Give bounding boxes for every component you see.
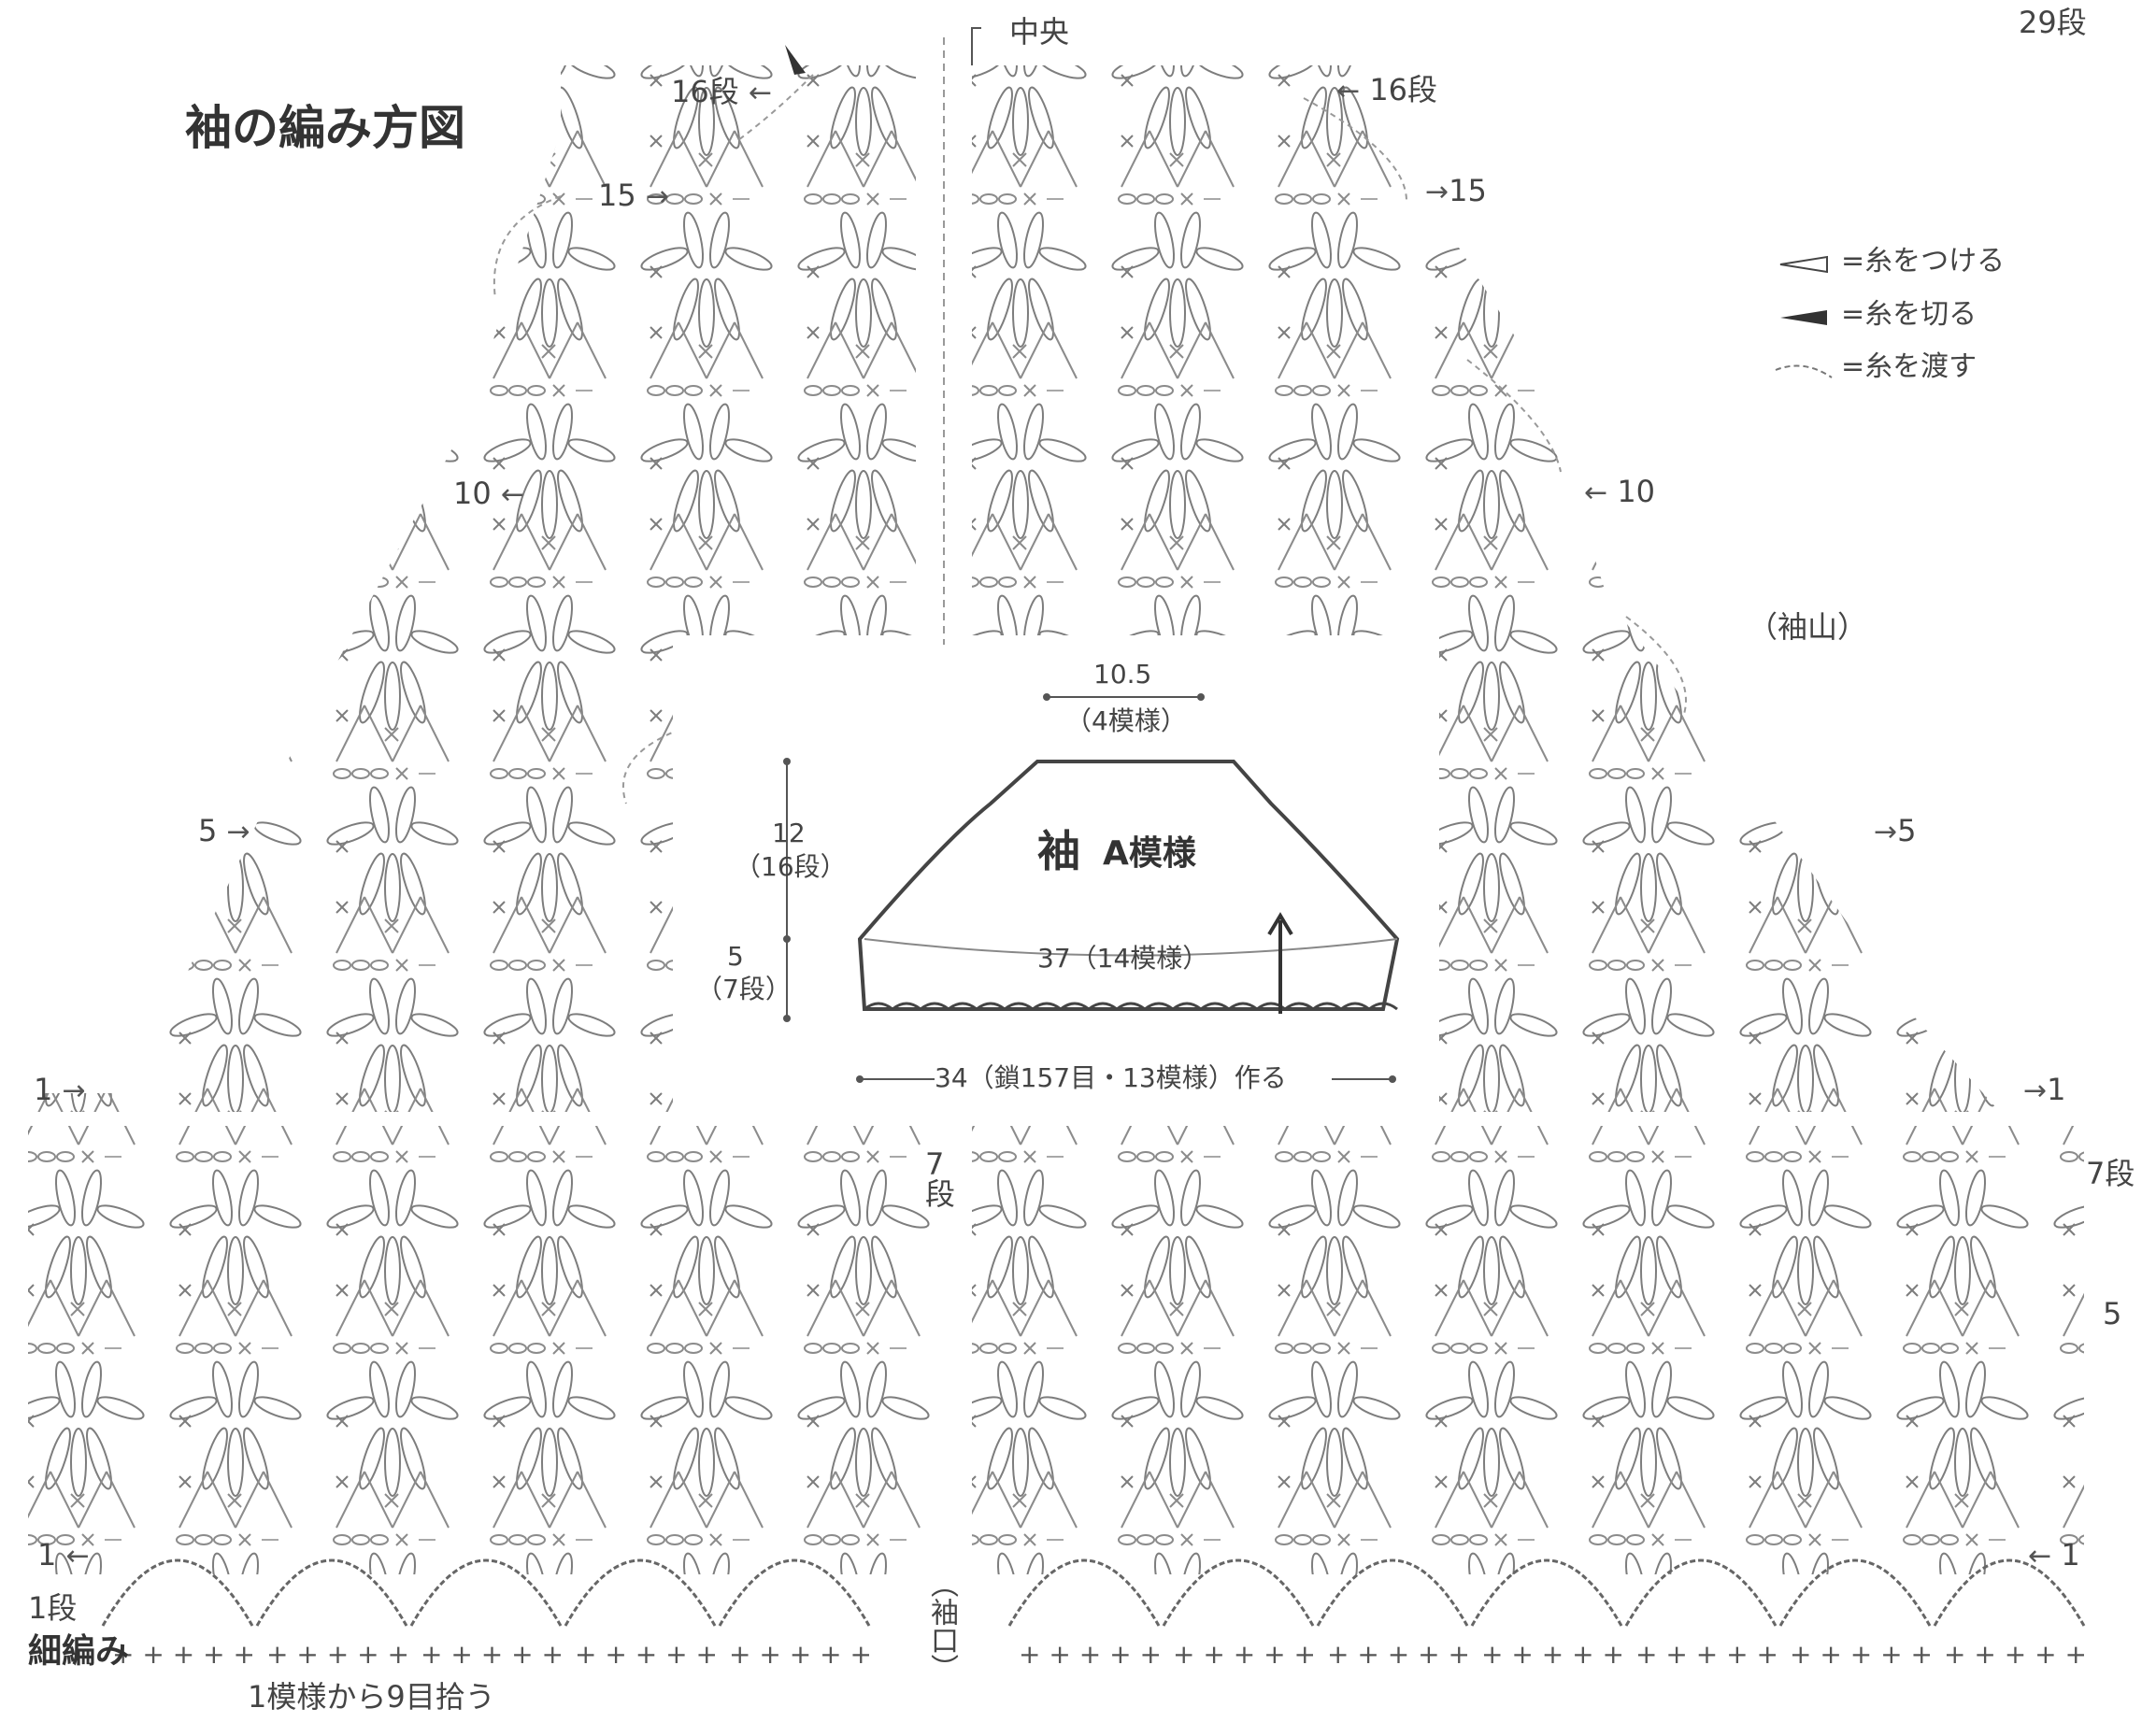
- row-label-10-right: ← 10: [1584, 474, 1656, 509]
- row-label-7-center: 7段: [925, 1146, 956, 1212]
- sleeve-cap-label: （袖山）: [1748, 609, 1868, 645]
- sleeve-cap-pattern: [28, 65, 2000, 1135]
- row-label-5-left: 5 →: [198, 813, 250, 848]
- scallop-edging: [101, 1558, 2089, 1672]
- row-count-top-right: 29段: [2019, 5, 2087, 40]
- schem-top-repeats: （4模様）: [1065, 705, 1187, 736]
- schem-cap-height: 12: [772, 818, 806, 848]
- row-label-16-right: ← 16段: [1336, 72, 1438, 107]
- schem-cap-rows: （16段）: [735, 851, 847, 882]
- first-row-label: 1段: [28, 1590, 78, 1626]
- center-label: 中央: [1009, 14, 1070, 50]
- row-label-1-left: 1 →: [34, 1072, 86, 1107]
- schem-cuff-height: 5: [727, 941, 744, 972]
- row-label-5-right: →5: [1874, 813, 1917, 848]
- page-title: 袖の編み方図: [185, 101, 465, 155]
- dashed-arc-icon: [1775, 364, 1833, 378]
- legend-cut-yarn: =糸を切る: [1841, 298, 1978, 331]
- legend-attach-yarn: =糸をつける: [1841, 245, 2006, 278]
- row-label-10-left: 10 ←: [453, 476, 525, 511]
- schem-pattern-name: A模様: [1103, 834, 1196, 873]
- cuff-label: （袖口）: [925, 1570, 958, 1682]
- row-label-7-right: 7段: [2086, 1156, 2135, 1191]
- schem-piece-name: 袖: [1037, 826, 1080, 876]
- schem-top-width: 10.5: [1093, 659, 1152, 690]
- row-label-15-right: →15: [1425, 173, 1487, 208]
- pickup-note: 1模様から9目拾う: [248, 1679, 495, 1715]
- sleeve-schematic: [783, 693, 1400, 1083]
- row-label-1b-left: 1 ←: [37, 1537, 90, 1573]
- row-label-1-right: →1: [2023, 1072, 2066, 1107]
- row-label-16-left: 16段 ←: [671, 74, 773, 109]
- center-pointer: [971, 27, 981, 65]
- schem-chain-start: 34（鎖157目・13模様）作る: [935, 1062, 1287, 1093]
- cuff-pattern: [28, 1126, 2084, 1574]
- schem-mid-width: 37（14模様）: [1037, 943, 1209, 974]
- schem-cuff-rows: （7段）: [696, 974, 792, 1004]
- legend-carry-yarn: =糸を渡す: [1841, 350, 1978, 383]
- edging-label: 細編み: [28, 1632, 130, 1671]
- schematic-panel: [675, 645, 1432, 1121]
- row-label-1b-right: ← 1: [2028, 1537, 2080, 1573]
- filled-triangle-icon: [1780, 310, 1827, 325]
- row-label-5-edge: 5: [2103, 1296, 2122, 1331]
- row-label-15-left: 15 →: [598, 178, 670, 213]
- open-triangle-icon: [1779, 255, 1828, 274]
- cut-yarn-marker-icon: [785, 45, 806, 75]
